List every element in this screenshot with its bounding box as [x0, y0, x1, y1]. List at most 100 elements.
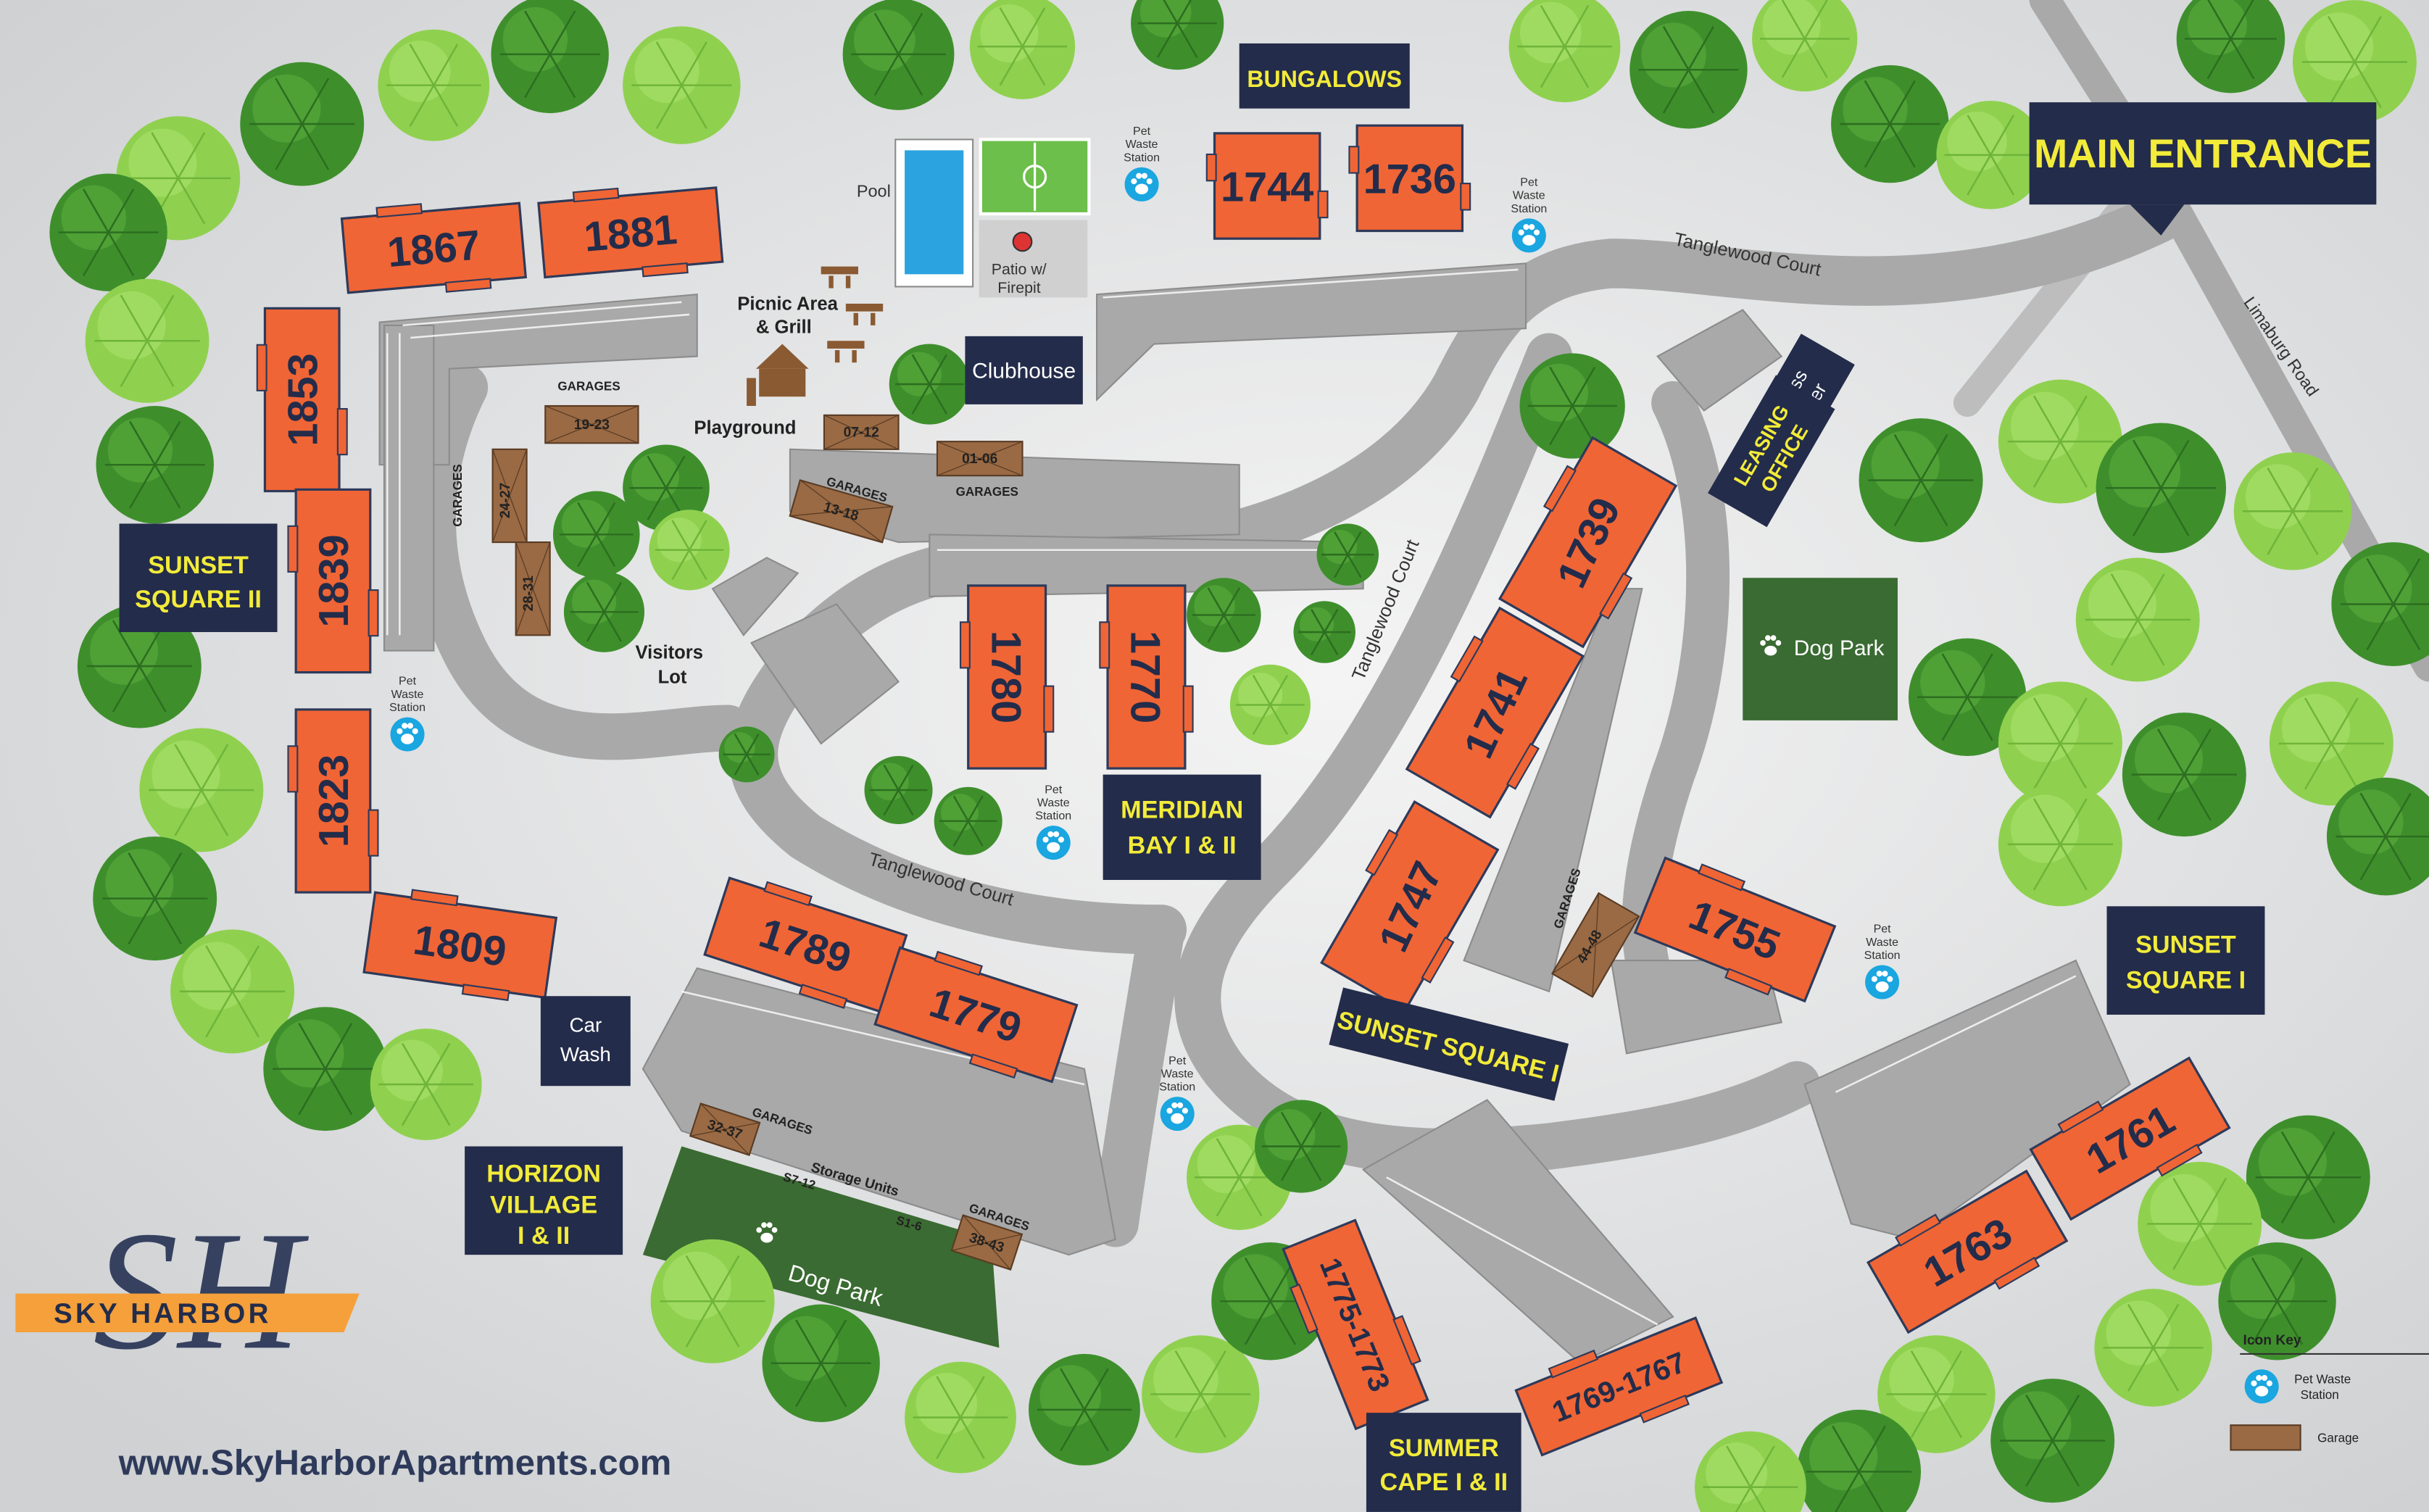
pet-waste-text: Waste [1513, 189, 1545, 202]
legend-pet-2: Station [2301, 1388, 2339, 1402]
tree [2176, 0, 2285, 94]
tree [378, 29, 490, 141]
pool-area[interactable]: Pool [857, 138, 974, 288]
logo-text: SKY HARBOR [54, 1298, 272, 1329]
garage-block: 24-27 [491, 448, 528, 544]
pet-waste-text: Station [389, 701, 425, 714]
building-1744[interactable]: 1744 [1205, 132, 1329, 240]
paw-icon [1124, 167, 1159, 202]
building-number: 1736 [1363, 157, 1456, 203]
pet-waste-stations: PetWasteStationPetWasteStationPetWasteSt… [389, 125, 1901, 1131]
car-wash-line-1: Car [569, 1013, 602, 1036]
building-1779[interactable]: 1779 [873, 940, 1079, 1089]
patio-firepit[interactable]: Patio w/ Firepit [979, 220, 1088, 298]
building-1775-1773[interactable]: 1775-1773 [1276, 1217, 1434, 1432]
pet-waste-text: Waste [1126, 138, 1158, 151]
building-number: 1853 [281, 353, 327, 446]
tree [934, 786, 1002, 855]
sport-court [979, 138, 1091, 216]
car-wash-box[interactable]: Car Wash [540, 996, 631, 1087]
tree [623, 26, 741, 144]
tree [2292, 0, 2417, 125]
tree [370, 1029, 482, 1141]
patio-line-1: Patio w/ [992, 260, 1047, 278]
building-number: 1823 [311, 755, 357, 847]
horizon-line-2: VILLAGE [490, 1191, 597, 1218]
tree [650, 1239, 775, 1363]
logo-monogram: SH [93, 1196, 310, 1384]
leasing-office-box[interactable]: LEASING OFFICE [1708, 375, 1835, 528]
tree [139, 728, 264, 852]
tree [85, 278, 209, 403]
tree [1990, 1379, 2115, 1503]
tree [49, 173, 167, 291]
picnic-label-2: & Grill [756, 317, 812, 338]
garage-block: 13-18 [789, 479, 894, 544]
building-1739[interactable]: 1739 [1493, 434, 1682, 651]
tree [1908, 638, 2027, 756]
tree [1859, 418, 1983, 543]
tree [2122, 713, 2246, 837]
building-1809[interactable]: 1809 [362, 885, 558, 1005]
building-1770[interactable]: 1770 [1099, 584, 1194, 770]
paw-icon [390, 717, 425, 752]
sunset-sq-2-line-1: SUNSET [148, 552, 249, 579]
horizon-line-1: HORIZON [486, 1160, 601, 1188]
building-1761[interactable]: 1761 [2027, 1051, 2233, 1226]
tree [2326, 777, 2429, 896]
dog-park-right[interactable]: Dog Park [1743, 578, 1898, 720]
tree [491, 0, 609, 114]
tree [718, 726, 775, 783]
tree [1752, 0, 1858, 92]
building-1867[interactable]: 1867 [340, 196, 528, 301]
clubhouse-label: Clubhouse [972, 360, 1076, 383]
tree [563, 571, 645, 652]
tree [905, 1361, 1016, 1474]
summer-cape-line-1: SUMMER [1389, 1434, 1499, 1462]
website-url[interactable]: www.SkyHarborApartments.com [118, 1444, 672, 1483]
sunset-sq-2-line-2: SQUARE II [135, 586, 262, 613]
main-entrance-text: MAIN ENTRANCE [2034, 131, 2372, 176]
sky-harbor-logo: SH SKY HARBOR [15, 1196, 360, 1384]
building-number: 1881 [582, 207, 678, 261]
car-wash-line-2: Wash [560, 1043, 611, 1066]
building-1763[interactable]: 1763 [1864, 1164, 2071, 1339]
visitors-lot-line-2: Lot [658, 668, 687, 688]
tree [969, 0, 1076, 99]
pet-waste-text: Waste [1866, 936, 1898, 949]
legend-garage-text: Garage [2317, 1432, 2359, 1445]
garage-block: 38-43 [950, 1214, 1023, 1271]
building-1736[interactable]: 1736 [1348, 124, 1471, 233]
tree [1695, 1431, 1806, 1512]
building-1789[interactable]: 1789 [702, 871, 909, 1019]
building-1755[interactable]: 1755 [1632, 851, 1838, 1008]
clubhouse-box[interactable]: Clubhouse [965, 336, 1083, 404]
tree [1131, 0, 1224, 70]
garage-block: 28-31 [515, 541, 551, 636]
building-1823[interactable]: 1823 [287, 708, 379, 894]
garage-unit-label: 07-12 [844, 425, 879, 441]
tree [1255, 1100, 1348, 1193]
building-1839[interactable]: 1839 [287, 488, 379, 674]
meridian-bay-label: MERIDIAN BAY I & II [1103, 774, 1261, 880]
garages-caption: GARAGES [557, 380, 620, 394]
dog-park-bottom[interactable]: Dog Park [642, 1146, 1000, 1348]
building-1741[interactable]: 1741 [1400, 605, 1590, 821]
tree [1831, 65, 1949, 183]
garage-block: 19-23 [544, 404, 639, 444]
dog-park-label-right: Dog Park [1794, 636, 1885, 660]
paw-icon [1160, 1097, 1195, 1131]
tree [240, 62, 365, 186]
building-1853[interactable]: 1853 [256, 307, 348, 493]
main-entrance-label: MAIN ENTRANCE [2029, 102, 2377, 236]
bungalows-label: BUNGALOWS [1239, 43, 1410, 109]
building-1747[interactable]: 1747 [1315, 798, 1504, 1015]
tree [842, 0, 955, 110]
tree [1797, 1409, 1921, 1512]
tree [1293, 601, 1355, 663]
building-1780[interactable]: 1780 [959, 584, 1055, 770]
building-1881[interactable]: 1881 [537, 180, 724, 285]
pool-label: Pool [857, 182, 891, 201]
pet-waste-text: Station [1159, 1081, 1195, 1094]
